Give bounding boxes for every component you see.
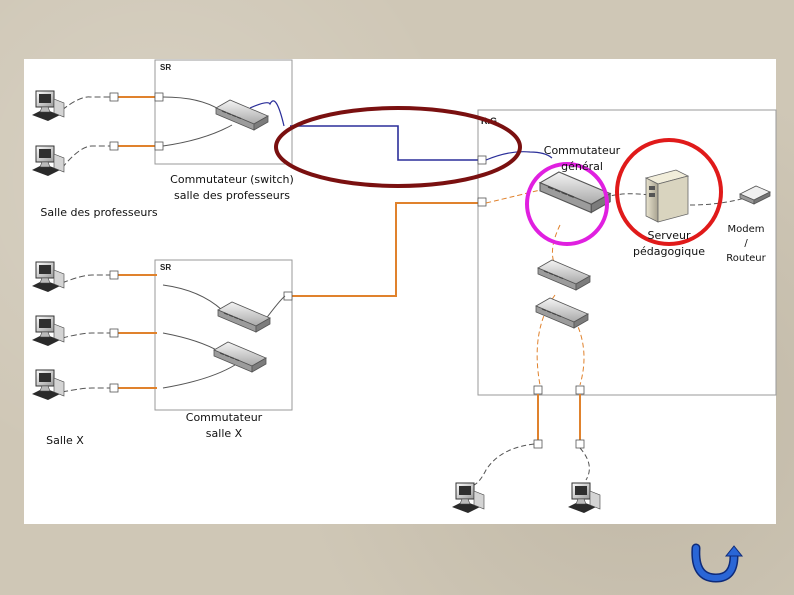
rg-internal-cable: [551, 224, 561, 266]
label-switch-general-1: Commutateur: [544, 144, 621, 157]
wall-socket: [109, 141, 119, 151]
patch-port: [154, 92, 164, 102]
cable-pcx-gray: [61, 332, 112, 339]
return-arrow-icon[interactable]: [691, 543, 744, 583]
sr-bottom-box: [154, 259, 293, 411]
orange-link-srx-to-rg: [288, 202, 480, 297]
label-salle-profs: Salle des professeurs: [40, 206, 157, 219]
label-switch-profs-2: salle des professeurs: [174, 189, 290, 202]
sr-top-label: SR: [160, 63, 171, 72]
highlight-ellipse-uplink: [274, 106, 522, 188]
srx-port: [283, 291, 293, 301]
cable-pc2-gray: [61, 145, 112, 169]
patch-cable: [162, 124, 233, 147]
label-switch-general-2: général: [561, 160, 603, 173]
label-modem-3: Routeur: [726, 253, 766, 264]
rg-port: [477, 155, 487, 165]
cable-bottom-pc: [473, 443, 535, 486]
uplink-cable: [249, 100, 285, 127]
wall-socket: [109, 328, 119, 338]
wall-socket: [109, 92, 119, 102]
blue-link-internal: [485, 151, 553, 161]
label-salle-x: Salle X: [46, 434, 84, 447]
rg-port: [575, 385, 585, 395]
highlight-circle-general-switch: [525, 162, 609, 246]
diagram-canvas: [24, 59, 776, 524]
rg-internal-cable: [485, 189, 541, 204]
patch-cable: [162, 284, 223, 311]
label-switch-profs-1: Commutateur (switch): [170, 173, 294, 186]
wall-socket: [109, 270, 119, 280]
sr-top-box: [154, 59, 293, 165]
label-switch-x-2: salle X: [206, 427, 243, 440]
highlight-circle-server: [615, 138, 723, 246]
rg-port: [477, 197, 487, 207]
patch-port: [154, 141, 164, 151]
label-serveur-1: Serveur: [647, 229, 691, 242]
label-switch-x-1: Commutateur: [186, 411, 263, 424]
label-modem-1: Modem: [728, 224, 765, 235]
cable-pc1-gray: [61, 96, 112, 111]
wall-socket: [533, 439, 543, 449]
cable-pcx-gray: [61, 387, 112, 393]
blue-link-sr-to-rg: [290, 125, 478, 161]
patch-cable: [162, 364, 236, 389]
sr-bottom-label: SR: [160, 263, 171, 272]
rg-port: [533, 385, 543, 395]
wall-socket: [575, 439, 585, 449]
cable-bottom-pc: [579, 447, 590, 481]
server-icon: [644, 169, 690, 223]
label-serveur-2: pédagogique: [633, 245, 705, 258]
wall-socket: [109, 383, 119, 393]
modem-icon: [739, 185, 771, 205]
cable-pcx-gray: [61, 274, 112, 284]
rg-internal-cable: [574, 319, 585, 386]
label-modem-2: /: [744, 238, 748, 249]
rg-box: [477, 109, 777, 396]
